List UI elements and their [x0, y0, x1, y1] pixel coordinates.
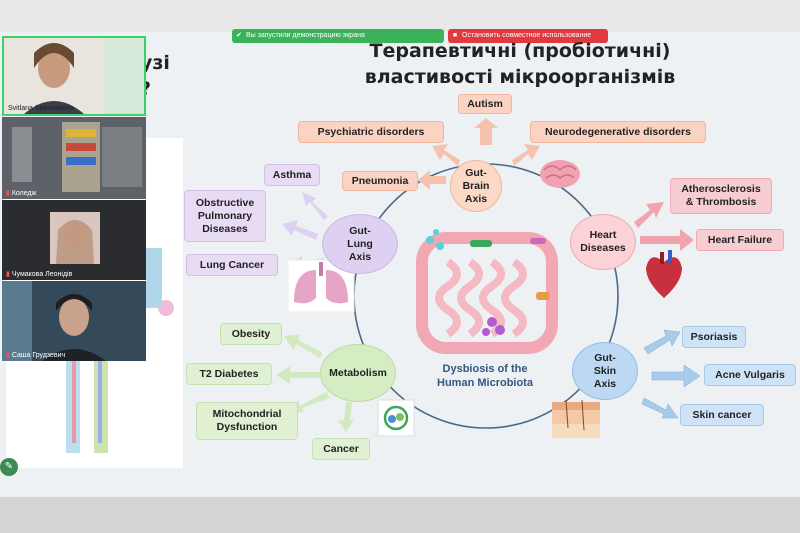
metabolism-axis: Metabolism	[320, 344, 396, 402]
psoriasis-box: Psoriasis	[682, 326, 746, 348]
participant-avatar	[2, 281, 146, 361]
heart-icon	[646, 250, 682, 298]
participant-name: Svitlana Starovoitova	[8, 105, 74, 112]
slide-title: Терапевтичні (пробіотичні) властивості м…	[364, 40, 676, 88]
bottom-bar	[0, 497, 800, 533]
mitochondrial-dysfunction-box: Mitochondrial Dysfunction	[196, 402, 298, 440]
brain-icon	[540, 160, 580, 188]
heart-diseases-axis: Heart Diseases	[570, 214, 636, 270]
lungs-icon	[287, 259, 355, 313]
gut-lung-axis: Gut- Lung Axis	[322, 214, 398, 274]
participant-video-1[interactable]: Svitlana Starovoitova	[2, 36, 146, 116]
gut-brain-axis: Gut- Brain Axis	[450, 160, 502, 212]
mic-muted-icon: ▮	[6, 271, 10, 278]
center-label: Dysbiosis of the Human Microbiota	[437, 363, 533, 389]
participant-video-2[interactable]: ▮Коледж	[2, 117, 146, 199]
autism-box: Autism	[458, 94, 512, 114]
neurodegenerative-disorders-box: Neurodegenerative disorders	[530, 121, 706, 143]
lung-cancer-box: Lung Cancer	[186, 254, 278, 276]
mic-muted-icon: ▮	[6, 352, 10, 359]
t2-diabetes-box: T2 Diabetes	[186, 363, 272, 385]
obesity-box: Obesity	[220, 323, 282, 345]
stop-sharing-button[interactable]: ■Остановить совместное использование	[448, 29, 608, 43]
gut-illustration	[416, 229, 558, 354]
cancer-box: Cancer	[312, 438, 370, 460]
participant-video-4[interactable]: ▮Саша Грудзевич	[2, 281, 146, 361]
participant-avatar	[2, 117, 146, 199]
participant-name: ▮Саша Грудзевич	[6, 352, 66, 359]
asthma-box: Asthma	[264, 164, 320, 186]
skin-arrows	[641, 329, 701, 419]
mic-muted-icon: ▮	[6, 190, 10, 197]
metabolism-arrows	[276, 334, 354, 432]
atherosclerosis-box: Atherosclerosis & Thrombosis	[670, 178, 772, 214]
annotate-pen-icon[interactable]: ✎	[0, 458, 18, 476]
screen-share-status[interactable]: ✔Вы запустили демонстрацию экрана	[232, 29, 444, 43]
participant-avatar	[2, 200, 146, 280]
share-screen-icon: ✔	[236, 32, 242, 39]
participant-avatar	[4, 38, 144, 114]
brain-arrows	[418, 118, 540, 190]
skin-cancer-box: Skin cancer	[680, 404, 764, 426]
gut-skin-axis: Gut- Skin Axis	[572, 342, 638, 400]
participant-name: ▮Коледж	[6, 190, 37, 197]
skin-layers-icon	[552, 399, 600, 438]
acne-vulgaris-box: Acne Vulgaris	[704, 364, 796, 386]
psychiatric-disorders-box: Psychiatric disorders	[298, 121, 444, 143]
pneumonia-box: Pneumonia	[342, 171, 418, 191]
participant-name: ▮Чумакова Леонідів	[6, 271, 73, 278]
stop-icon: ■	[452, 32, 458, 39]
heart-arrows	[634, 202, 694, 251]
obstructive-pulmonary-diseases-box: Obstructive Pulmonary Diseases	[184, 190, 266, 242]
heart-failure-box: Heart Failure	[696, 229, 784, 251]
top-bar	[0, 0, 800, 32]
recycle-icon	[377, 399, 415, 437]
participant-video-3[interactable]: ▮Чумакова Леонідів	[2, 200, 146, 280]
